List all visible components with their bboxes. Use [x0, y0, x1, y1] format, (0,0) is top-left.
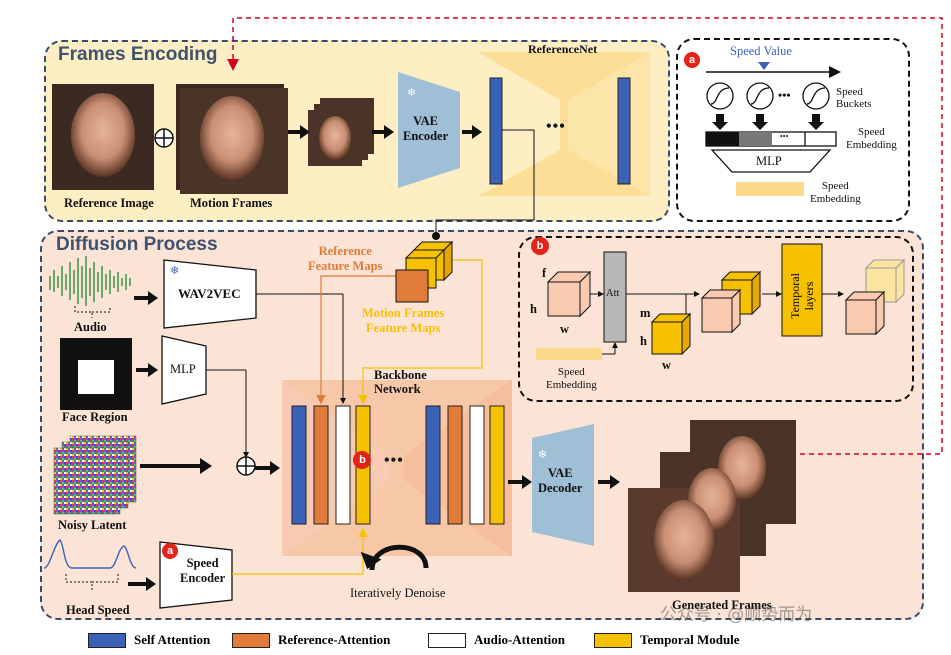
legend-temporal-module: Temporal Module	[594, 632, 740, 648]
backbone-dots: •••	[384, 452, 404, 469]
temporal-panel-marker: b	[536, 240, 544, 252]
temporal-layers-label: Temporal layers	[788, 273, 816, 319]
frames-encoding-title: Frames Encoding	[58, 44, 218, 65]
backbone-network-label: Backbone Network	[374, 368, 427, 396]
face-mlp-label: MLP	[170, 362, 196, 376]
speed-mlp-label: MLP	[756, 154, 782, 168]
referencenet-label: ReferenceNet	[528, 42, 598, 56]
generated-frames-label: Generated Frames	[672, 598, 772, 612]
speed-embedding-label-2: Speed Embedding	[810, 180, 861, 205]
audio-label: Audio	[74, 320, 107, 334]
vae-decoder-label: VAE Decoder	[538, 466, 583, 495]
reference-image-label: Reference Image	[64, 196, 154, 210]
speed-encoder-label: Speed Encoder	[180, 556, 226, 585]
head-speed-label: Head Speed	[66, 603, 130, 617]
embed-dots: •••	[780, 132, 789, 141]
speed-panel-marker: a	[684, 52, 700, 68]
legend-swatch	[428, 632, 466, 648]
vae-encoder-label: VAE Encoder	[403, 114, 449, 143]
legend-swatch	[88, 632, 126, 648]
legend-swatch	[232, 632, 270, 648]
reference-feature-maps-label: Reference Feature Maps	[308, 244, 383, 273]
legend-audio-attention: Audio-Attention	[428, 632, 565, 648]
wav2vec-label: WAV2VEC	[178, 286, 241, 301]
backbone-marker: b	[359, 454, 366, 466]
motion-frames-feature-maps-label: Motion Frames Feature Maps	[362, 306, 445, 335]
referencenet-dots: •••	[546, 118, 566, 135]
noisy-latent-label: Noisy Latent	[58, 518, 127, 532]
dim-w2-label: w	[662, 358, 672, 372]
speed-encoder-marker: a	[162, 543, 178, 559]
speed-embedding-label-1: Speed Embedding	[846, 126, 897, 151]
dim-w-label: w	[560, 322, 570, 336]
bucket-dots: •••	[778, 88, 791, 102]
iteratively-denoise-label: Iteratively Denoise	[350, 586, 446, 600]
diffusion-process-title: Diffusion Process	[56, 234, 218, 255]
legend-reference-attention: Reference-Attention	[232, 632, 390, 648]
face-region-label: Face Region	[62, 410, 128, 424]
motion-frames-label: Motion Frames	[190, 196, 273, 210]
dim-f-label: f	[542, 266, 547, 280]
dim-h2-label: h	[640, 334, 647, 348]
svg-text:❄: ❄	[170, 265, 179, 277]
temporal-speed-embedding-label: Speed Embedding	[546, 366, 597, 391]
legend-swatch	[594, 632, 632, 648]
svg-text:❄: ❄	[407, 87, 416, 99]
att-label: Att	[606, 288, 620, 299]
speed-buckets-label: Speed Buckets	[836, 86, 872, 110]
dim-m-label: m	[640, 306, 651, 320]
watermark: 公众号 · @顺势而为	[660, 605, 813, 625]
speed-value-label: Speed Value	[730, 44, 792, 58]
legend-self-attention: Self Attention	[88, 632, 210, 648]
dim-h-label: h	[530, 302, 537, 316]
svg-text:❄: ❄	[538, 449, 547, 461]
